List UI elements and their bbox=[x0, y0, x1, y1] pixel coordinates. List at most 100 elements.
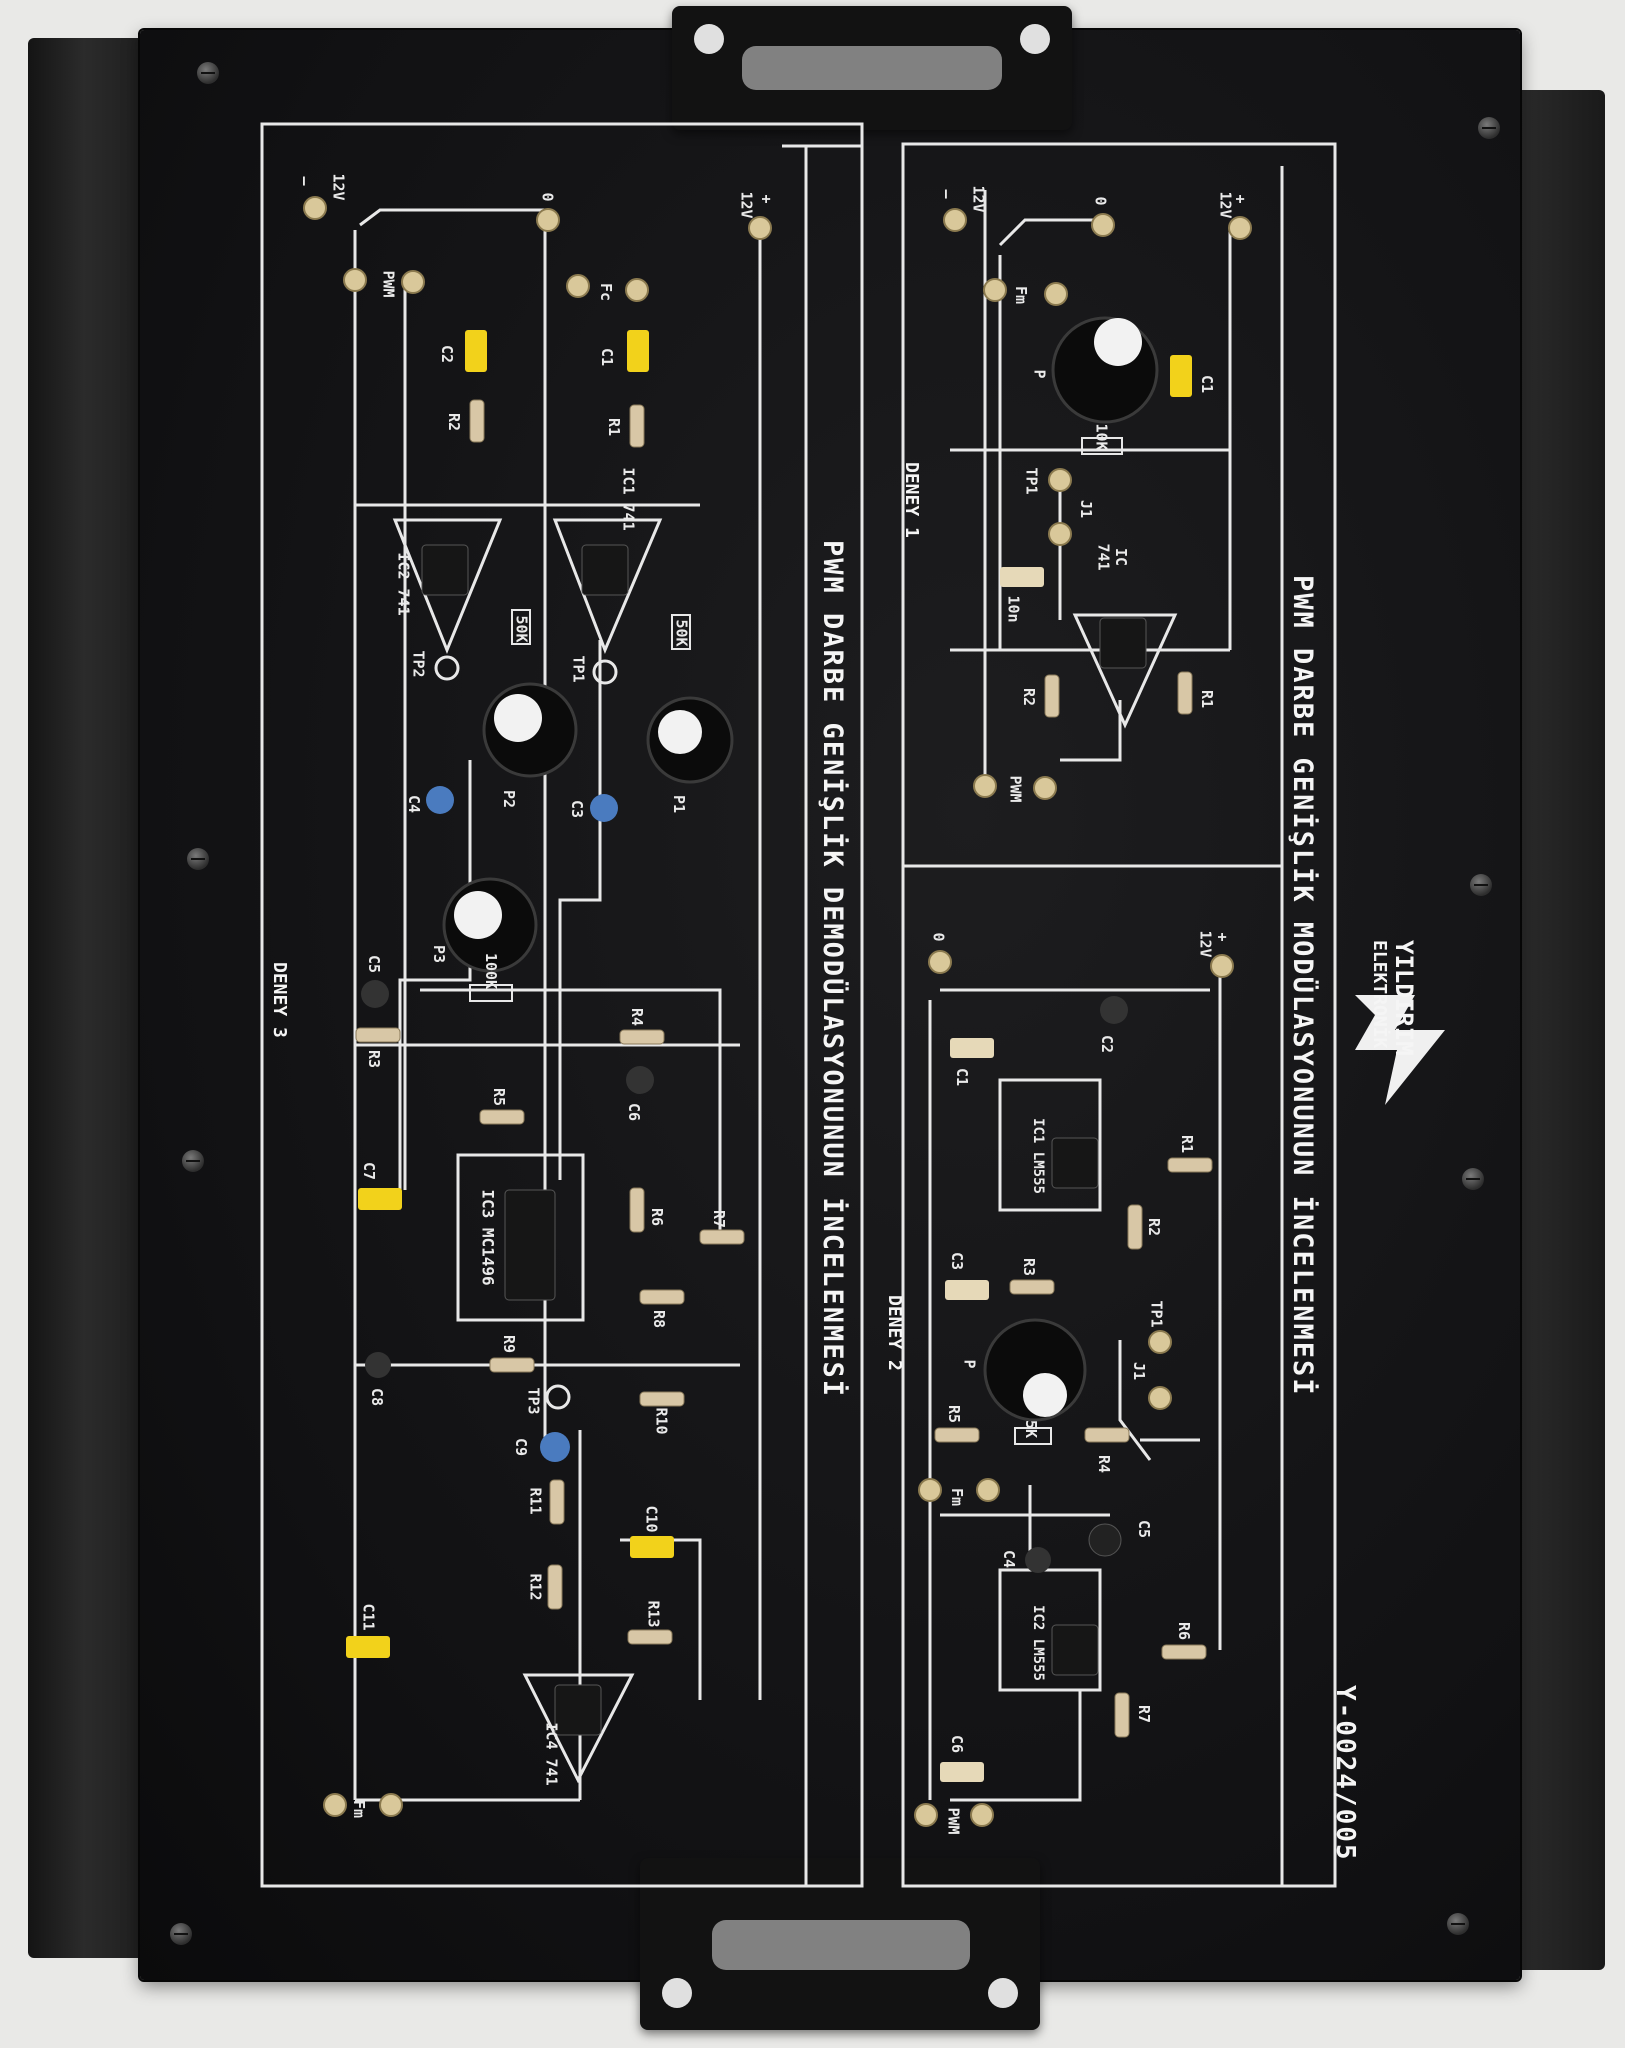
potentiometer-knob-p3[interactable] bbox=[442, 877, 538, 973]
label-d2-c4: C4 bbox=[1000, 1549, 1019, 1569]
label-c4: C4 bbox=[405, 794, 424, 814]
top-handle[interactable] bbox=[672, 6, 1072, 130]
label-r11: R11 bbox=[526, 1487, 545, 1515]
label-r3: R3 bbox=[365, 1049, 384, 1069]
resistor-deney2-r6 bbox=[1161, 1644, 1207, 1660]
label-d2-j1: J1 bbox=[1130, 1361, 1149, 1381]
capacitor-c5 bbox=[361, 980, 389, 1008]
testpoint-tp3[interactable] bbox=[545, 1384, 571, 1410]
label-r2: R2 bbox=[445, 412, 464, 432]
testpoint-tp1[interactable] bbox=[592, 659, 618, 685]
resistor-r12 bbox=[547, 1564, 563, 1610]
jack-pwm-a[interactable] bbox=[343, 268, 367, 292]
capacitor-deney2-c1 bbox=[950, 1038, 994, 1058]
label-c5: C5 bbox=[365, 954, 384, 974]
label-d1-plus: + bbox=[1231, 194, 1250, 204]
label-d2-r3: R3 bbox=[1020, 1257, 1039, 1277]
label-d2-c1: C1 bbox=[953, 1067, 972, 1087]
label-c3: C3 bbox=[568, 799, 587, 819]
testpoint-tp2[interactable] bbox=[434, 655, 460, 681]
label-d2-r6: R6 bbox=[1175, 1621, 1194, 1641]
ic1-lm555-chip bbox=[1051, 1137, 1099, 1189]
jack-deney1-tp1[interactable] bbox=[1048, 468, 1072, 492]
model-number: Y-0024/005 bbox=[1330, 1685, 1360, 1862]
potentiometer-knob-deney2[interactable] bbox=[983, 1318, 1087, 1422]
screw-icon bbox=[1478, 117, 1500, 139]
capacitor-c2 bbox=[465, 330, 487, 372]
jack-deney2-zero[interactable] bbox=[928, 950, 952, 974]
jack-deney2-pwm-b[interactable] bbox=[970, 1803, 994, 1827]
jack-deney1-12v-plus[interactable] bbox=[1228, 216, 1252, 240]
jack-deney1-fm-b[interactable] bbox=[1044, 282, 1068, 306]
resistor-r4 bbox=[619, 1029, 665, 1045]
label-d2-r1: R1 bbox=[1178, 1134, 1197, 1154]
jack-deney2-12v[interactable] bbox=[1210, 954, 1234, 978]
jack-deney2-pwm-a[interactable] bbox=[914, 1803, 938, 1827]
jack-deney1-pwm-b[interactable] bbox=[1033, 776, 1057, 800]
jack-zero[interactable] bbox=[536, 208, 560, 232]
jack-deney1-12v-minus[interactable] bbox=[943, 208, 967, 232]
label-d1-10k: 10K bbox=[1092, 423, 1111, 451]
label-r6: R6 bbox=[648, 1207, 667, 1227]
potentiometer-knob-p2[interactable] bbox=[482, 682, 578, 778]
capacitor-deney2-c5 bbox=[1088, 1523, 1122, 1557]
trimpot-50k-1[interactable] bbox=[511, 609, 531, 645]
potentiometer-knob-deney1[interactable] bbox=[1051, 316, 1159, 424]
label-d2-ic1: IC1 LM555 bbox=[1029, 1118, 1046, 1194]
jack-12v-plus[interactable] bbox=[748, 216, 772, 240]
resistor-r7 bbox=[699, 1229, 745, 1245]
label-ic4: IC4 741 bbox=[542, 1722, 561, 1786]
resistor-deney2-r1 bbox=[1167, 1157, 1213, 1173]
brand-subtitle: ELEKTRONİK bbox=[1369, 940, 1390, 1049]
label-r7: R7 bbox=[710, 1209, 729, 1229]
deney2-label: DENEY 2 bbox=[884, 1295, 905, 1371]
label-c10: C10 bbox=[642, 1505, 661, 1533]
jack-deney1-pwm-a[interactable] bbox=[973, 774, 997, 798]
label-tp2: TP2 bbox=[409, 650, 428, 678]
label-d2-fm: Fm bbox=[948, 1487, 967, 1507]
jack-deney2-tp1[interactable] bbox=[1148, 1330, 1172, 1354]
label-minus: — bbox=[295, 176, 314, 186]
jack-deney2-fm-b[interactable] bbox=[976, 1478, 1000, 1502]
trimpot-50k-2[interactable] bbox=[671, 614, 691, 650]
resistor-r9 bbox=[489, 1357, 535, 1373]
jack-fc-a[interactable] bbox=[566, 274, 590, 298]
jack-deney1-j1[interactable] bbox=[1048, 522, 1072, 546]
jack-deney2-fm-a[interactable] bbox=[918, 1478, 942, 1502]
jack-deney1-zero[interactable] bbox=[1091, 213, 1115, 237]
jack-deney2-j1[interactable] bbox=[1148, 1386, 1172, 1410]
jack-12v-minus[interactable] bbox=[303, 196, 327, 220]
jack-fm-out-b[interactable] bbox=[379, 1793, 403, 1817]
label-d1-pwm: PWM bbox=[1006, 775, 1025, 803]
jack-deney1-fm-a[interactable] bbox=[983, 278, 1007, 302]
brand-name: YILDIRIM bbox=[1390, 940, 1418, 1056]
ic4-chip bbox=[554, 1684, 602, 1736]
label-c1: C1 bbox=[598, 347, 617, 367]
yildirim-logo-icon bbox=[1355, 995, 1445, 1105]
resistor-r13 bbox=[627, 1629, 673, 1645]
label-pwm: PWM bbox=[379, 270, 398, 298]
jack-fc-b[interactable] bbox=[625, 278, 649, 302]
modulation-title: PWM DARBE GENİŞLİK MODÜLASYONUNUN İNCELE… bbox=[1287, 575, 1318, 1397]
capacitor-deney2-c2 bbox=[1100, 996, 1128, 1024]
capacitor-c6 bbox=[626, 1066, 654, 1094]
jack-pwm-b[interactable] bbox=[401, 270, 425, 294]
capacitor-c11 bbox=[346, 1636, 390, 1658]
resistor-deney1-r1 bbox=[1177, 671, 1193, 715]
label-d2-r7: R7 bbox=[1135, 1704, 1154, 1724]
label-c8: C8 bbox=[368, 1387, 387, 1407]
label-d1-r1: R1 bbox=[1198, 689, 1217, 709]
capacitor-c4 bbox=[426, 786, 454, 814]
jack-fm-out-a[interactable] bbox=[323, 1793, 347, 1817]
resistor-deney2-r7 bbox=[1114, 1692, 1130, 1738]
resistor-r6 bbox=[629, 1187, 645, 1233]
potentiometer-knob-p1[interactable] bbox=[646, 696, 734, 784]
label-trim2: 50K bbox=[672, 619, 691, 647]
label-r1: R1 bbox=[605, 417, 624, 437]
capacitor-c10 bbox=[630, 1536, 674, 1558]
deney3-label: DENEY 3 bbox=[269, 962, 290, 1038]
capacitor-c7 bbox=[358, 1188, 402, 1210]
pot-marker-10k bbox=[1081, 437, 1123, 455]
resistor-r2 bbox=[469, 399, 485, 443]
resistor-r5 bbox=[479, 1109, 525, 1125]
